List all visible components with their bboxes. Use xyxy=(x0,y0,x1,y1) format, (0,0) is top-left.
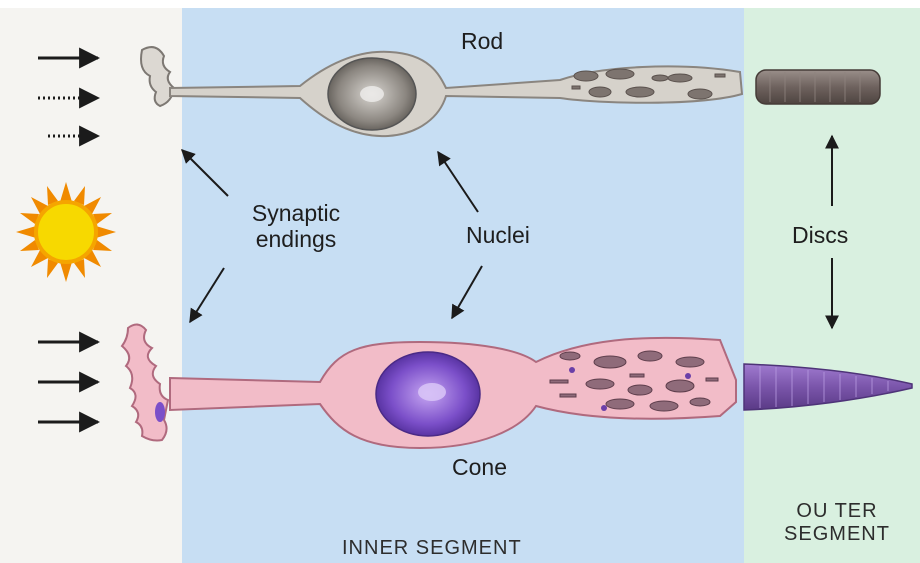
cone-label: Cone xyxy=(452,454,507,480)
rod-discs xyxy=(756,70,880,104)
inner-segment-label: INNER SEGMENT xyxy=(342,537,522,560)
cone-discs xyxy=(744,364,912,410)
outer-segment-label-line2: SEGMENT xyxy=(756,523,918,546)
light-arrow-icon xyxy=(38,342,98,422)
rod-cell xyxy=(141,47,880,136)
synaptic-label-line1: Synaptic xyxy=(232,200,360,226)
outer-segment-label-line1: OU TER xyxy=(756,500,918,523)
synaptic-label-line2: endings xyxy=(232,226,360,252)
rod-label: Rod xyxy=(461,28,503,54)
discs-label: Discs xyxy=(792,222,848,248)
light-arrow-icon xyxy=(38,58,98,136)
synaptic-endings-label: Synaptic endings xyxy=(232,200,360,253)
outer-segment-label: OU TER SEGMENT xyxy=(756,500,918,546)
sun-icon xyxy=(16,182,116,282)
synaptic-arrow-up xyxy=(182,150,228,196)
synaptic-arrow-down xyxy=(190,268,224,322)
nuclei-label: Nuclei xyxy=(466,222,530,248)
nuclei-arrow-down xyxy=(452,266,482,318)
nuclei-arrow-up xyxy=(438,152,478,212)
cone-cell xyxy=(122,324,912,448)
